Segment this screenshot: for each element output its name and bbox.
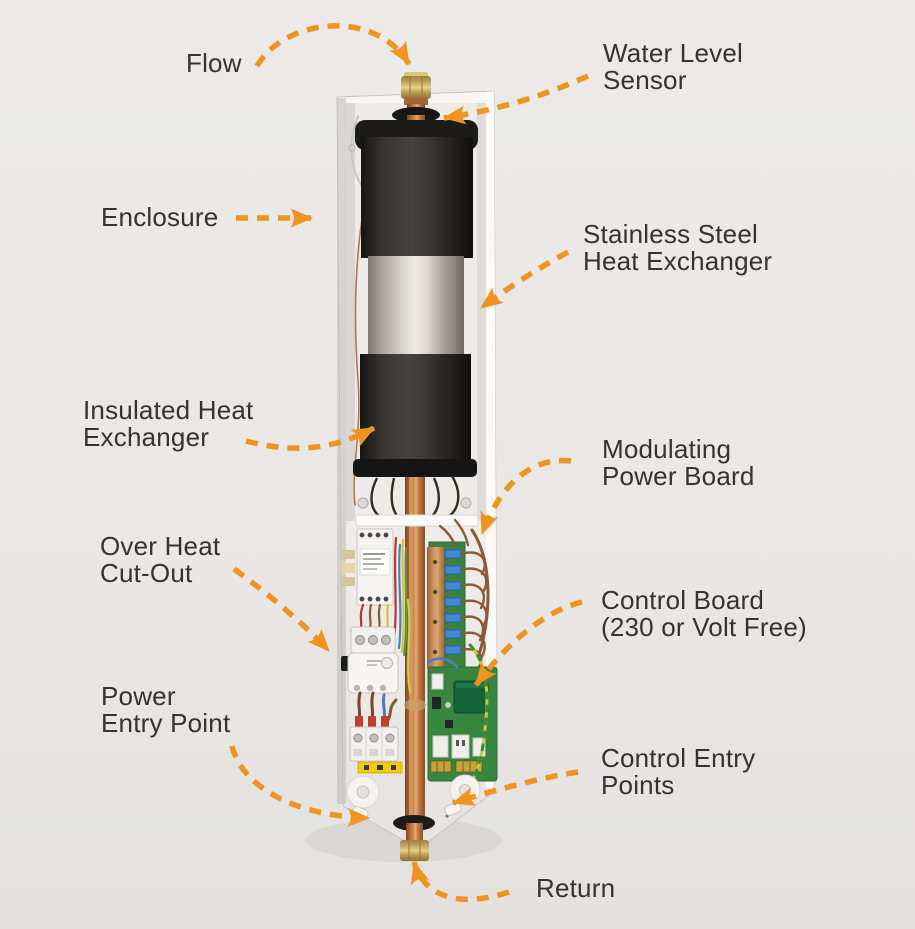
cable-clamp bbox=[444, 802, 462, 816]
label-line: Heat Exchanger bbox=[583, 246, 773, 276]
label-enclosure: Enclosure bbox=[101, 204, 218, 231]
busbar-screw bbox=[432, 559, 438, 565]
arrow-control-entry-points bbox=[451, 769, 579, 806]
label-line: Cut-Out bbox=[100, 558, 193, 588]
label-sticker bbox=[342, 550, 355, 559]
wire-ferrule bbox=[381, 716, 389, 727]
label-insulated-heat-exchanger: Insulated Heat Exchanger bbox=[83, 397, 253, 451]
label-line: Power Board bbox=[602, 461, 755, 491]
back-panel-shade-left bbox=[346, 103, 355, 521]
stainless-steel-heat-exchanger bbox=[368, 256, 464, 356]
label-line: Enclosure bbox=[101, 202, 219, 232]
flow-collar bbox=[404, 98, 428, 105]
label-line: Flow bbox=[186, 48, 242, 78]
flow-fitting-nut bbox=[401, 76, 431, 99]
copper-busbar bbox=[427, 547, 444, 669]
insulated-heat-exchanger-top bbox=[361, 137, 473, 258]
enclosure-left-shadow bbox=[337, 98, 346, 804]
label-modulating-power-board: Modulating Power Board bbox=[602, 436, 755, 490]
label-line: Points bbox=[601, 770, 675, 800]
arrow-power-entry-point bbox=[229, 745, 371, 828]
sensor-wire bbox=[350, 115, 364, 188]
label-line: Return bbox=[536, 873, 616, 903]
flow-pipe-stub-lower bbox=[407, 115, 425, 123]
enclosure-right-face bbox=[486, 91, 497, 793]
arrow-over-heat-cut-out bbox=[232, 566, 332, 653]
label-control-entry-points: Control Entry Points bbox=[601, 745, 755, 799]
terminal-block bbox=[350, 626, 396, 654]
back-panel-shade-right bbox=[477, 103, 486, 521]
label-line: Stainless Steel bbox=[583, 219, 758, 249]
arrow-return bbox=[410, 860, 510, 903]
busbar-screw bbox=[432, 589, 438, 595]
busbar-screw bbox=[432, 649, 438, 655]
base-boss-right-center bbox=[459, 784, 471, 796]
relay-wires bbox=[359, 603, 390, 630]
solder-joint bbox=[404, 699, 426, 711]
bracket-screw bbox=[460, 497, 472, 509]
boiler-unit bbox=[306, 72, 502, 862]
annotation-arrows bbox=[229, 23, 590, 903]
arrow-flow bbox=[254, 23, 412, 68]
label-stainless-steel-heat-exchanger: Stainless Steel Heat Exchanger bbox=[583, 221, 772, 275]
wire-ferrule bbox=[355, 716, 363, 727]
label-water-level-sensor: Water Level Sensor bbox=[603, 40, 743, 94]
panel-bracket-bar bbox=[355, 514, 479, 527]
label-sticker bbox=[342, 577, 355, 586]
arrow-insulated-heat-exchanger bbox=[245, 425, 376, 451]
label-line: Sensor bbox=[603, 65, 687, 95]
insulation-bottom-flange bbox=[353, 459, 477, 477]
wire-ferrule bbox=[368, 716, 376, 727]
label-power-entry-point: Power Entry Point bbox=[101, 683, 230, 737]
label-return: Return bbox=[536, 875, 615, 902]
label-line: Modulating bbox=[602, 434, 732, 464]
return-pipe-stub bbox=[406, 823, 423, 842]
label-line: Exchanger bbox=[83, 422, 210, 452]
label-line: Control Board bbox=[601, 585, 765, 615]
label-flow: Flow bbox=[186, 50, 242, 77]
arrow-stainless-steel-heat-exchanger bbox=[479, 249, 570, 311]
copper-flow-pipe bbox=[405, 477, 425, 823]
insulated-heat-exchanger-bottom bbox=[360, 354, 471, 463]
base-boss-left-center bbox=[356, 785, 370, 799]
bracket-screw bbox=[357, 497, 369, 509]
label-line: Control Entry bbox=[601, 743, 756, 773]
label-sticker bbox=[341, 563, 355, 573]
power-relay bbox=[356, 528, 394, 606]
terminal-label-strip bbox=[357, 761, 403, 774]
label-line: (230 or Volt Free) bbox=[601, 612, 807, 642]
busbar-screw bbox=[432, 619, 438, 625]
arrow-modulating-power-board bbox=[479, 457, 572, 536]
label-over-heat-cut-out: Over Heat Cut-Out bbox=[100, 533, 220, 587]
over-heat-cut-out-device bbox=[341, 652, 399, 694]
label-control-board: Control Board (230 or Volt Free) bbox=[601, 587, 807, 641]
label-line: Insulated Heat bbox=[83, 395, 254, 425]
panel-emboss bbox=[348, 144, 356, 152]
control-board-wire bbox=[426, 657, 459, 669]
return-fitting-nut bbox=[400, 840, 429, 861]
label-line: Power bbox=[101, 681, 176, 711]
label-line: Entry Point bbox=[101, 708, 231, 738]
label-line: Over Heat bbox=[100, 531, 221, 561]
pipe-highlight bbox=[409, 477, 413, 823]
arrow-water-level-sensor bbox=[442, 73, 590, 125]
spade-connectors bbox=[444, 549, 462, 655]
label-line: Water Level bbox=[603, 38, 743, 68]
power-entry-terminals bbox=[349, 726, 399, 762]
